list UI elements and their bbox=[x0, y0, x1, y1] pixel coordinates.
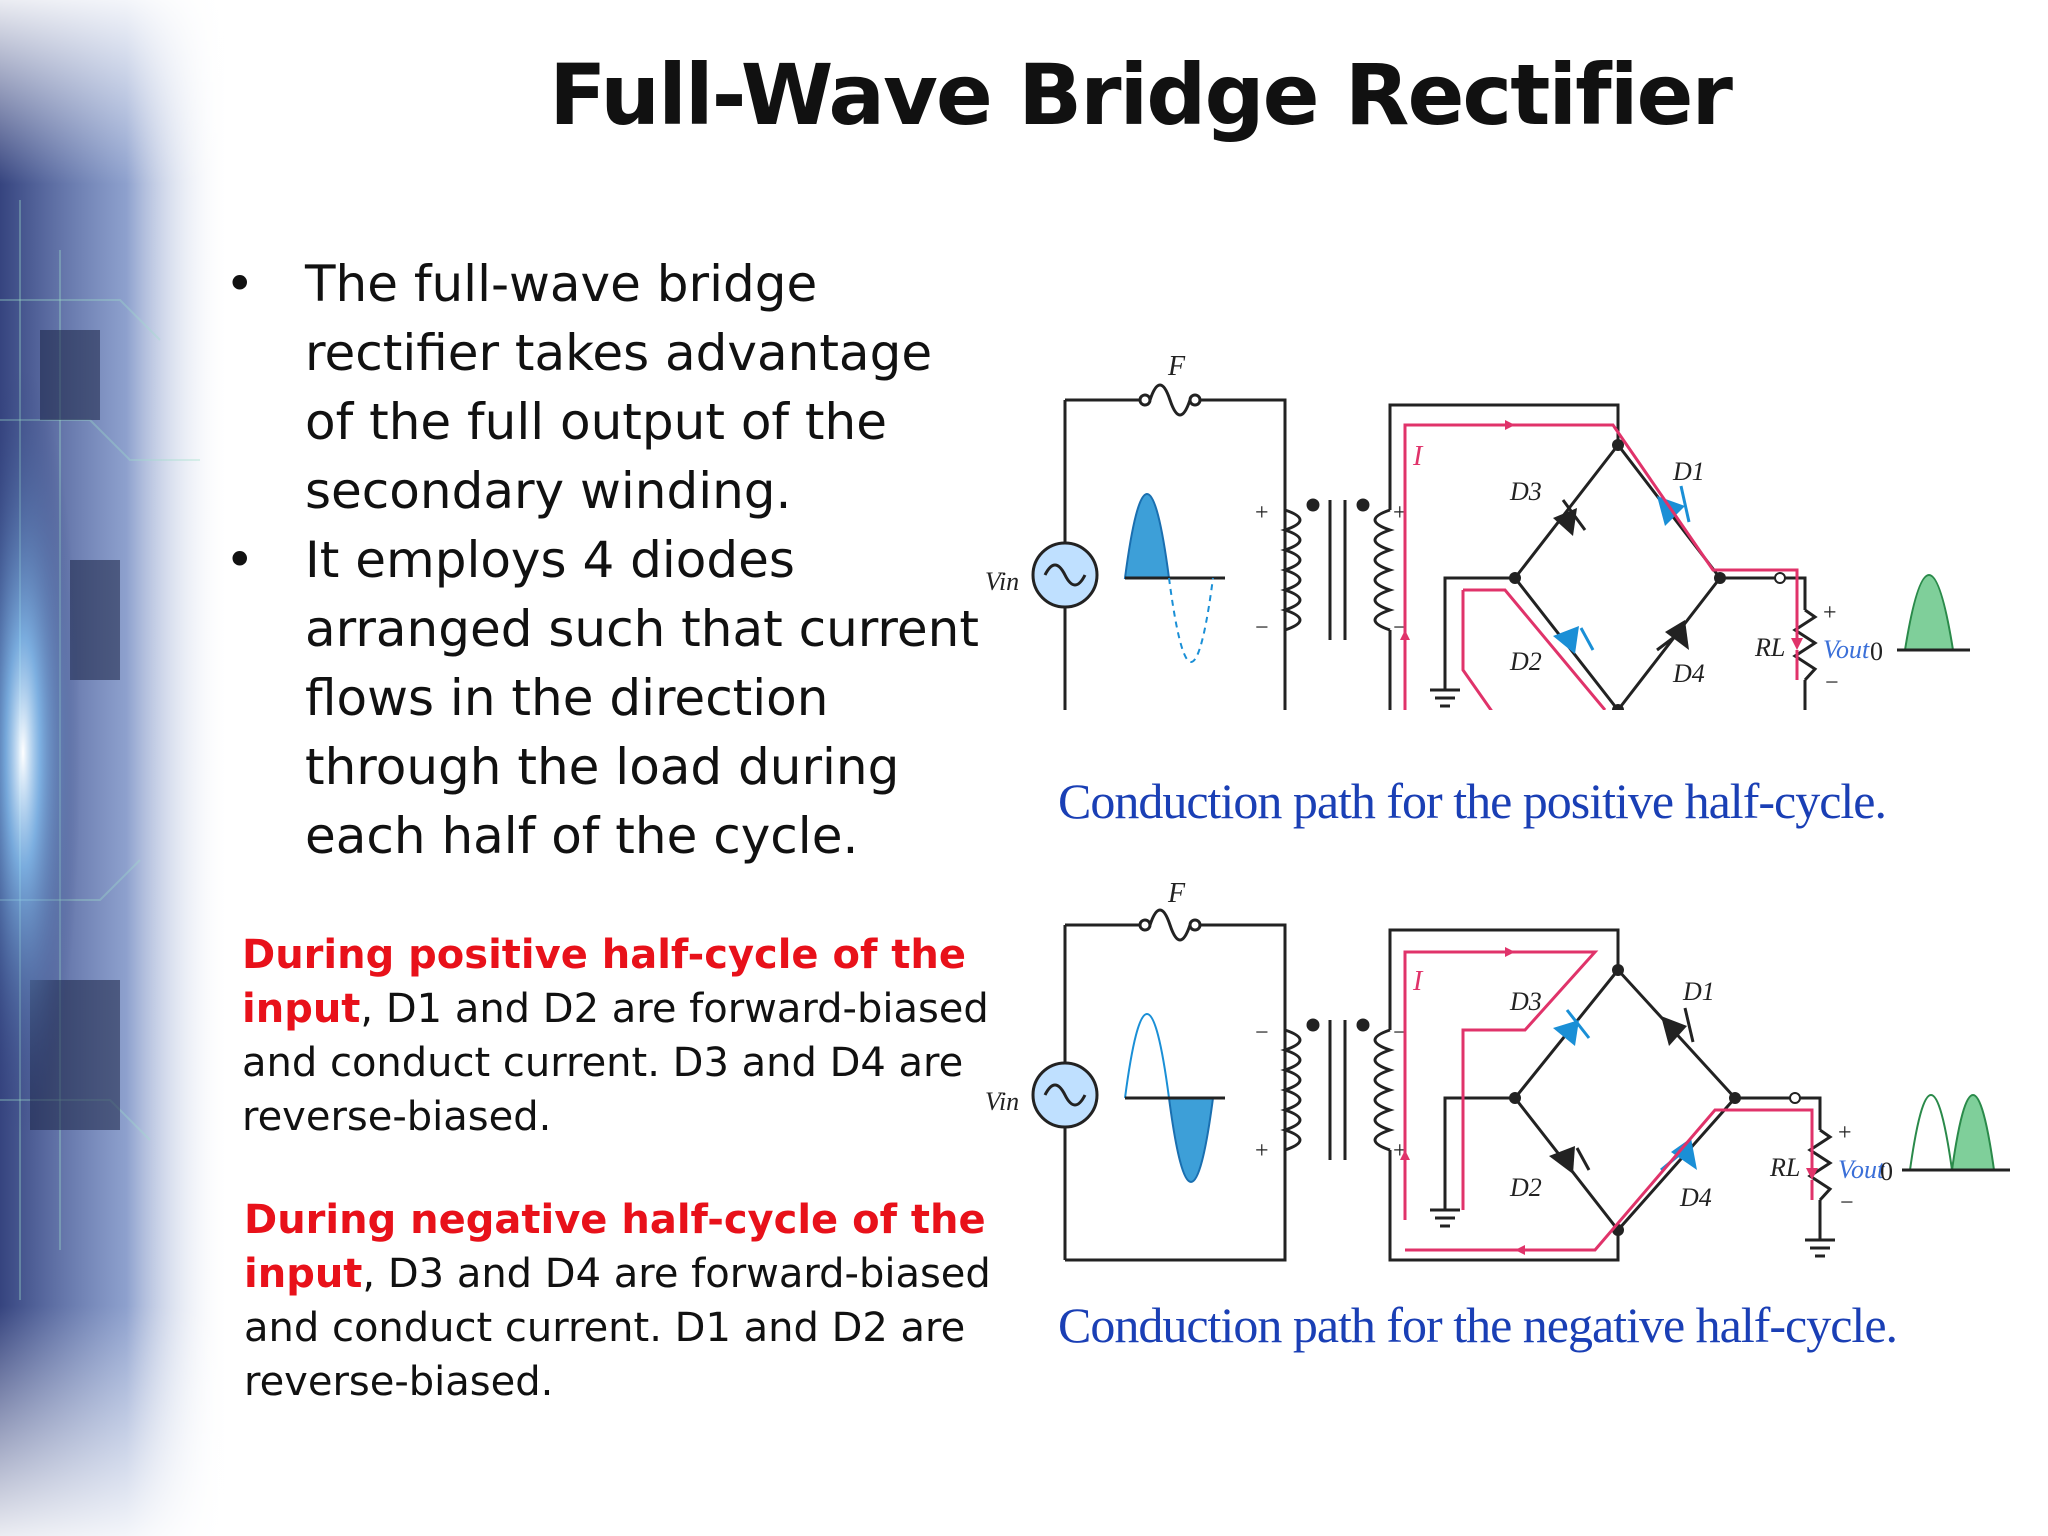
ground-icon bbox=[1430, 1208, 1460, 1228]
note-highlight: During positive half-cycle of the input bbox=[242, 932, 967, 1032]
bullet-text: The full-wave bridge rectifier takes adv… bbox=[305, 255, 933, 520]
vout-label: Vout bbox=[1838, 1155, 1885, 1184]
negative-half-cycle-circuit: F Vin − + − + I D3 D1 D2 D4 bbox=[985, 880, 2010, 1262]
vin-label: Vin bbox=[985, 1087, 1019, 1116]
zero-label: 0 bbox=[1870, 637, 1883, 666]
rl-label: RL bbox=[1754, 633, 1785, 662]
diode-d2-icon bbox=[1553, 626, 1595, 654]
note-text: , D3 and D4 are forward-biased and condu… bbox=[244, 1251, 991, 1405]
fuse-label: F bbox=[1167, 880, 1186, 909]
diode-d2-icon bbox=[1549, 1146, 1591, 1174]
ac-source-icon bbox=[1031, 541, 1099, 609]
rl-label: RL bbox=[1769, 1153, 1800, 1182]
diode-d1-icon bbox=[1661, 1007, 1695, 1046]
minus-label: − bbox=[1393, 1020, 1407, 1046]
d4-label: D4 bbox=[1672, 659, 1705, 688]
input-waveform-icon bbox=[1124, 1013, 1225, 1183]
minus-label: − bbox=[1840, 1190, 1854, 1216]
ground-icon bbox=[1805, 1238, 1835, 1258]
d3-label: D3 bbox=[1509, 477, 1542, 506]
figure-caption: Conduction path for the positive half-cy… bbox=[1058, 773, 1887, 829]
fuse-label: F bbox=[1167, 351, 1186, 382]
fuse-icon bbox=[1138, 383, 1202, 417]
fuse-icon bbox=[1138, 908, 1202, 942]
negative-half-cycle-note: During negative half-cycle of the input,… bbox=[244, 1193, 1004, 1409]
vin-label: Vin bbox=[985, 567, 1019, 596]
bullet-list: • The full-wave bridge rectifier takes ad… bbox=[225, 250, 985, 871]
note-text: , D1 and D2 are forward-biased and condu… bbox=[242, 986, 989, 1140]
plus-label: + bbox=[1255, 1138, 1269, 1164]
d2-label: D2 bbox=[1509, 1173, 1542, 1202]
current-label: I bbox=[1412, 966, 1424, 997]
diode-d3-icon bbox=[1553, 499, 1587, 536]
plus-label: + bbox=[1393, 500, 1407, 526]
vout-label: Vout bbox=[1823, 635, 1870, 664]
transformer-icon bbox=[1280, 1018, 1395, 1160]
diode-d4-icon bbox=[1656, 620, 1689, 652]
bullet-marker: • bbox=[225, 255, 255, 313]
d3-label: D3 bbox=[1509, 987, 1542, 1016]
figure-caption: Conduction path for the negative half-cy… bbox=[1058, 1297, 1898, 1353]
bullet-item: • The full-wave bridge rectifier takes ad… bbox=[225, 250, 985, 526]
input-waveform-icon bbox=[1123, 493, 1225, 663]
minus-label: − bbox=[1255, 615, 1269, 641]
d2-label: D2 bbox=[1509, 647, 1542, 676]
slide-title: Full-Wave Bridge Rectifier bbox=[549, 46, 1733, 144]
ground-icon bbox=[1430, 688, 1460, 708]
bullet-text: It employs 4 diodes arranged such that c… bbox=[305, 531, 979, 865]
ac-source-icon bbox=[1031, 1061, 1099, 1129]
positive-half-cycle-circuit: F Vin + − + − bbox=[985, 351, 1970, 710]
d4-label: D4 bbox=[1679, 1183, 1712, 1212]
current-label: I bbox=[1412, 441, 1424, 472]
bullet-item: • It employs 4 diodes arranged such that … bbox=[225, 526, 985, 871]
d1-label: D1 bbox=[1672, 457, 1705, 486]
transformer-icon bbox=[1280, 498, 1395, 640]
decorative-sidebar-image bbox=[0, 0, 230, 1536]
output-waveform-icon bbox=[1902, 1094, 2010, 1172]
minus-label: − bbox=[1825, 670, 1839, 696]
positive-half-cycle-note: During positive half-cycle of the input,… bbox=[242, 928, 1002, 1144]
resistor-icon bbox=[1792, 608, 1818, 682]
bullet-marker: • bbox=[225, 531, 255, 589]
conduction-path bbox=[1403, 423, 1799, 710]
d1-label: D1 bbox=[1682, 977, 1715, 1006]
diode-d1-icon bbox=[1657, 485, 1691, 526]
diode-d3-icon bbox=[1553, 1009, 1591, 1046]
conduction-path bbox=[1403, 950, 1814, 1252]
plus-label: + bbox=[1255, 500, 1269, 526]
minus-label: − bbox=[1255, 1020, 1269, 1046]
resistor-icon bbox=[1807, 1128, 1833, 1202]
zero-label: 0 bbox=[1880, 1157, 1893, 1186]
plus-label: + bbox=[1823, 600, 1837, 626]
plus-label: + bbox=[1838, 1120, 1852, 1146]
output-waveform-icon bbox=[1897, 574, 1970, 652]
note-highlight: During negative half-cycle of the input bbox=[244, 1197, 986, 1297]
